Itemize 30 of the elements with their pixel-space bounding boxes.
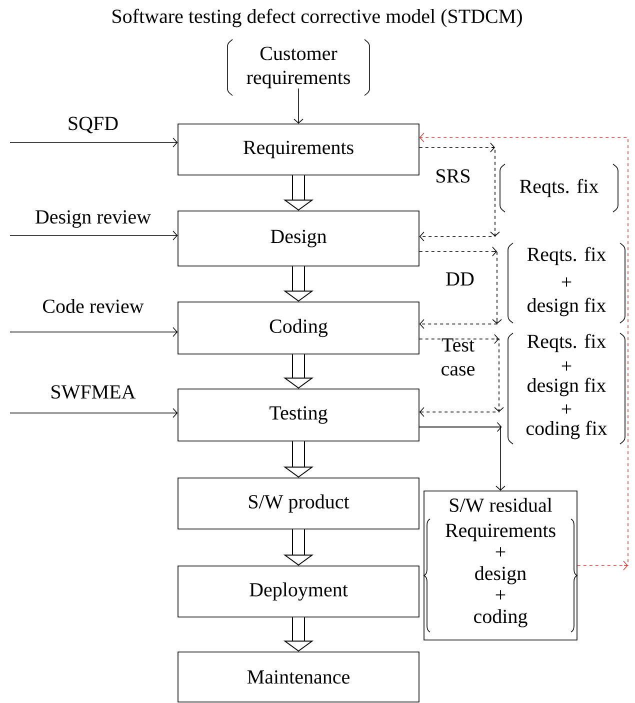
bracketed-label: Reqts. fix [500, 164, 618, 212]
process-box: Deployment [178, 566, 420, 618]
process-box: S/W product [178, 478, 420, 530]
process-box: Requirements [178, 124, 420, 176]
process-box: S/W residual Requirements + design + coding [424, 490, 578, 640]
process-box: Testing [178, 388, 420, 442]
arrow [10, 230, 178, 240]
edge-label: SWFMEA [52, 385, 136, 399]
edge-label: Code review [43, 298, 144, 314]
bracketed-label: Customer requirements [227, 39, 370, 96]
process-box: Maintenance [178, 652, 420, 702]
bracketed-label: Reqts. fix + design fix + coding fix [508, 332, 626, 444]
dashed-arrow [419, 142, 500, 242]
edge-label: SQFD [68, 116, 118, 134]
dashed-arrow [419, 334, 504, 417]
feedback-arrow [419, 132, 628, 570]
process-box: Coding [178, 302, 420, 354]
arrow [419, 422, 502, 432]
arrow [10, 408, 178, 418]
dashed-arrow [419, 246, 502, 329]
edge-label: Test case [442, 338, 475, 376]
process-box: Design [178, 210, 420, 266]
arrow [10, 327, 178, 337]
bracketed-label: Reqts. fix + design fix [508, 242, 626, 324]
arrow [294, 88, 304, 124]
arrow [10, 138, 178, 148]
edge-label: Design review [36, 210, 151, 228]
edge-label: SRS [436, 169, 470, 183]
edge-label: DD [446, 272, 474, 286]
title: Software testing defect corrective model (STDCM) [112, 8, 522, 28]
